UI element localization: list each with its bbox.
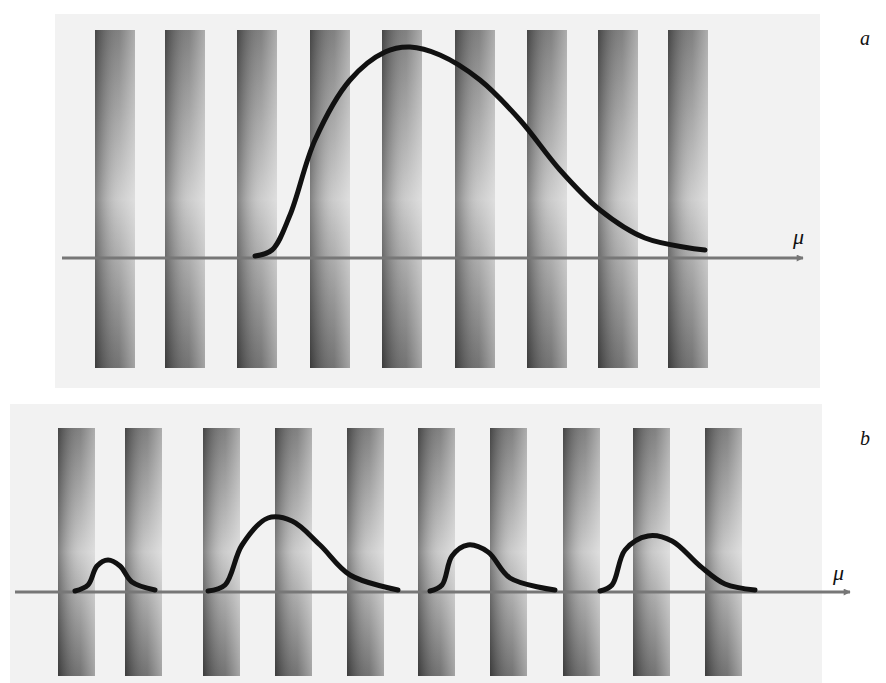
panel-letter: a [860,28,870,48]
grating-bar [275,428,312,676]
grating-bar-shade [563,428,600,676]
panel-letter: b [860,428,870,448]
grating-bar-shade [237,30,277,368]
grating-bar-shade [598,30,638,368]
grating-bar [125,428,162,676]
grating-bar [455,30,495,368]
panel-ground [55,14,820,388]
grating-bar-shade [347,428,384,676]
grating-bar-shade [125,428,162,676]
distribution-curve [75,560,155,591]
grating-bar-shade [382,30,422,368]
grating-bar-shade [165,30,205,368]
grating-bar [347,428,384,676]
grating-bar-shade [705,428,742,676]
grating-bar [633,428,670,676]
grating-bar [165,30,205,368]
grating-bar [95,30,135,368]
grating-bar [58,428,95,676]
distribution-curve [600,536,755,591]
distribution-curve [208,517,398,591]
panel-ground [10,404,822,683]
grating-bar [418,428,455,676]
grating-bar [310,30,350,368]
grating-bar [705,428,742,676]
grating-bar-shade [668,30,708,368]
grating-bar-shade [310,30,350,368]
grating-bar-shade [527,30,567,368]
grating-bar [490,428,527,676]
grating-bar-shade [203,428,240,676]
grating-bar-shade [275,428,312,676]
grating-bar-shade [633,428,670,676]
grating-bar-shade [58,428,95,676]
grating-bar [382,30,422,368]
grating-bar-shade [95,30,135,368]
grating-bar [237,30,277,368]
mu-axis [62,257,803,260]
grating-bar-shade [455,30,495,368]
grating-bar [203,428,240,676]
grating-bar-shade [418,428,455,676]
grating-bar-shade [490,428,527,676]
distribution-curve [255,47,705,256]
grating-bar [598,30,638,368]
axis-label: μ [833,562,844,584]
distribution-curve [430,545,555,591]
grating-bar [668,30,708,368]
grating-bar [563,428,600,676]
axis-label: μ [793,226,804,248]
grating-bar [527,30,567,368]
